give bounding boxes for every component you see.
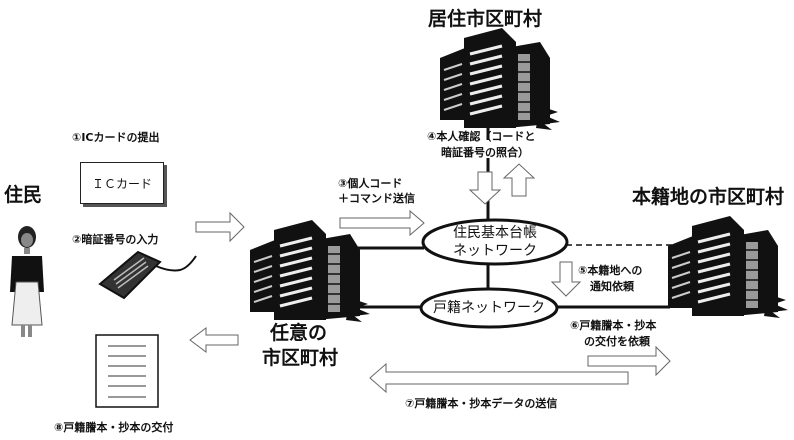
domicile-municipality-building-icon bbox=[666, 214, 790, 320]
arrow-left-icon bbox=[189, 327, 239, 353]
step-4-label-line2: 暗証番号の照合） bbox=[441, 146, 529, 159]
arrow-right-icon bbox=[339, 209, 425, 237]
step-5-label-line2: 通知依頼 bbox=[590, 280, 634, 293]
step-6-label-line2: の交付を依頼 bbox=[584, 335, 650, 348]
resident-registry-network-label: 住民基本台帳 ネットワーク bbox=[425, 224, 565, 260]
arrow-up-icon bbox=[502, 163, 536, 197]
home-municipality-label: 居住市区町村 bbox=[428, 8, 543, 30]
ic-card-icon: ＩＣカード bbox=[80, 162, 164, 204]
document-icon bbox=[95, 334, 159, 408]
step-5-label-line1: ⑤本籍地への bbox=[578, 264, 643, 277]
resident-registry-network-node bbox=[421, 218, 569, 266]
arrow-down-icon bbox=[468, 171, 502, 205]
domicile-municipality-label: 本籍地の市区町村 bbox=[632, 186, 785, 208]
step-1-label: ①ICカードの提出 bbox=[72, 131, 160, 144]
step-7-label: ⑦戸籍謄本・抄本データの送信 bbox=[405, 397, 558, 410]
resident-registry-network-line2: ネットワーク bbox=[453, 243, 537, 259]
pin-pad-icon bbox=[98, 250, 197, 300]
arrow-down-icon bbox=[550, 261, 582, 297]
step-6-label-line1: ⑥戸籍謄本・抄本 bbox=[570, 319, 657, 332]
resident-person-icon bbox=[10, 226, 44, 337]
resident-label: 住民 bbox=[4, 184, 43, 206]
step-3-label-line1: ③個人コード bbox=[338, 177, 403, 190]
any-municipality-label-line1: 任意の bbox=[270, 322, 328, 344]
step-3-label-line2: ＋コマンド送信 bbox=[338, 192, 415, 205]
ic-card-text: ＩＣカード bbox=[91, 176, 152, 191]
any-municipality-label-line2: 市区町村 bbox=[262, 347, 339, 369]
family-registry-network-node bbox=[419, 287, 559, 329]
home-municipality-building-icon bbox=[438, 26, 562, 132]
step-8-label: ⑧戸籍謄本・抄本の交付 bbox=[54, 421, 174, 434]
step-2-label: ②暗証番号の入力 bbox=[72, 233, 159, 246]
step-4-label-line1: ④本人確認（コードと bbox=[427, 130, 536, 143]
resident-registry-network-line1: 住民基本台帳 bbox=[453, 225, 537, 241]
arrow-left-icon bbox=[369, 362, 629, 394]
arrow-right-icon bbox=[587, 345, 671, 377]
arrow-right-icon bbox=[195, 211, 245, 243]
family-registry-network-label: 戸籍ネットワーク bbox=[433, 300, 545, 316]
